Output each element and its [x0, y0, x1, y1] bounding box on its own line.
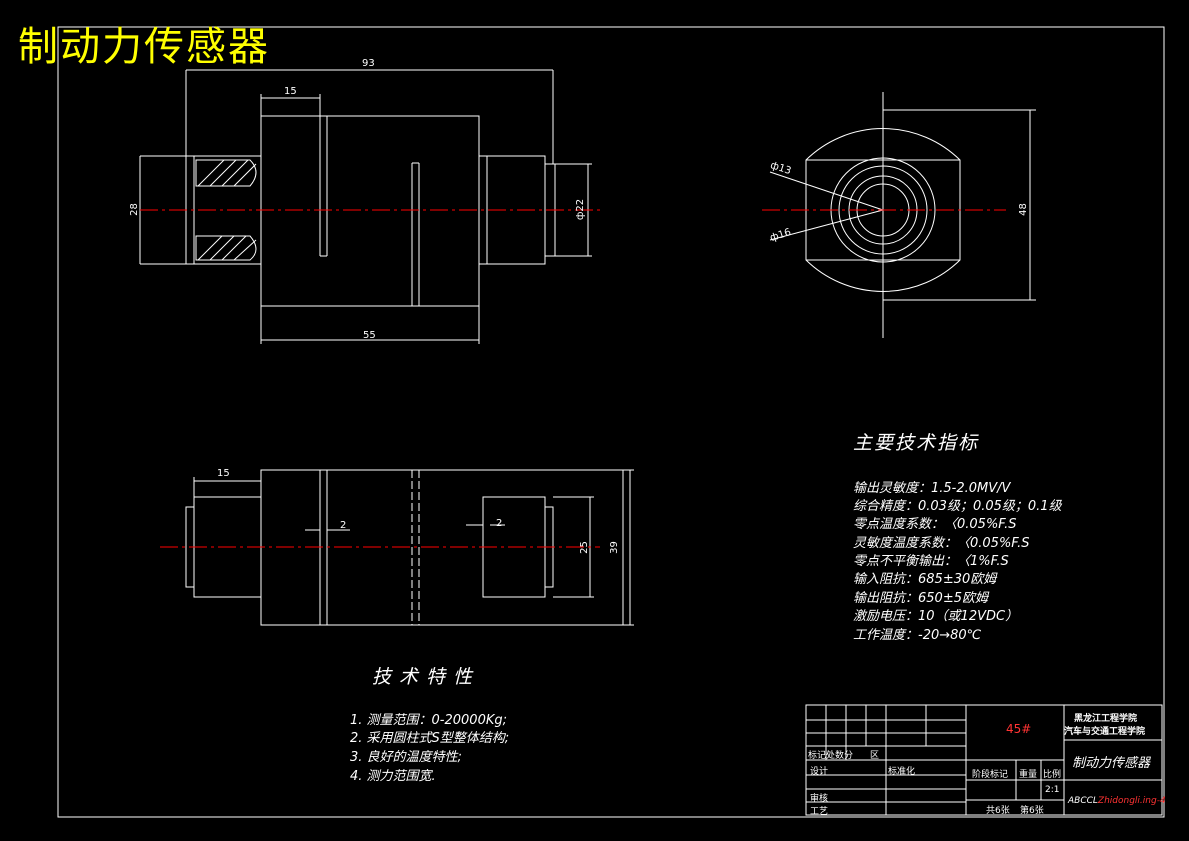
tb-review: 审核 — [810, 794, 829, 804]
tb-code: ABCCLZhidongli.ing-4 — [1068, 796, 1166, 806]
spec-item: 输出阻抗：650±5欧姆 — [853, 591, 988, 606]
dim-bottom-slot: 15 — [217, 468, 230, 479]
dim-left-dia: 28 — [128, 203, 140, 216]
tb-marks-zone: 区 — [870, 751, 880, 761]
hatch-pattern — [197, 159, 257, 261]
tb-code-prefix: ABCCL — [1068, 796, 1098, 806]
drawing-title: 制动力传感器 — [18, 24, 270, 70]
title-block-drawing-name: 制动力传感器 — [1072, 756, 1151, 771]
tb-marks: 标记处数分 — [808, 751, 854, 761]
dim-gap-2: 2 — [496, 518, 503, 529]
spec-item: 零点温度系数：〈0.05%F.S — [853, 517, 1017, 532]
tb-sheet-no: 第6张 — [1020, 806, 1044, 816]
dim-top-body: 55 — [363, 330, 376, 341]
spec-item: 灵敏度温度系数：〈0.05%F.S — [853, 536, 1030, 551]
side-view — [769, 92, 1036, 338]
tb-design: 设计 — [810, 767, 829, 777]
spec-item: 输入阻抗：685±30欧姆 — [853, 572, 997, 587]
tb-process: 工艺 — [810, 807, 829, 817]
tb-weight: 重量 — [1019, 770, 1038, 780]
tb-code-red: Zhidongli.ing-4 — [1097, 796, 1166, 806]
dim-top-slot: 15 — [284, 86, 297, 97]
title-block-grid — [805, 704, 1163, 816]
tb-scale-value: 2:1 — [1045, 785, 1060, 795]
features-heading: 技术特性 — [372, 666, 481, 688]
feature-item: 2. 采用圆柱式S型整体结构; — [350, 731, 510, 746]
dim-inner-height: 25 — [578, 541, 590, 554]
spec-item: 工作温度：-20→80℃ — [853, 628, 982, 643]
tb-standardization: 标准化 — [888, 767, 916, 777]
spec-item: 零点不平衡输出：〈1%F.S — [853, 554, 1009, 569]
spec-item: 输出灵敏度：1.5-2.0MV/V — [853, 481, 1011, 496]
specs-heading: 主要技术指标 — [853, 432, 980, 454]
spec-item: 激励电压：10（或12VDC） — [853, 609, 1019, 624]
dim-top-width: 93 — [362, 58, 375, 69]
front-view — [139, 69, 592, 344]
dim-side-height: 48 — [1017, 203, 1029, 216]
tb-scale: 比例 — [1043, 770, 1062, 780]
material-label: 45# — [1006, 722, 1032, 736]
school-name: 黑龙江工程学院 — [1074, 714, 1138, 724]
spec-item: 综合精度：0.03级；0.05级；0.1级 — [853, 499, 1062, 514]
feature-item: 3. 良好的温度特性; — [350, 750, 462, 765]
dim-outer-height: 39 — [608, 541, 620, 554]
school-department: 汽车与交通工程学院 — [1064, 727, 1146, 737]
tb-stage: 阶段标记 — [972, 770, 1009, 780]
feature-item: 4. 测力范围宽. — [350, 769, 436, 784]
drawing-frame — [57, 26, 1165, 818]
dim-right-dia: ф22 — [575, 198, 587, 221]
dim-gap-1: 2 — [340, 520, 347, 531]
tb-sheets: 共6张 — [986, 806, 1010, 816]
feature-item: 1. 测量范围：0-20000Kg; — [350, 713, 508, 728]
